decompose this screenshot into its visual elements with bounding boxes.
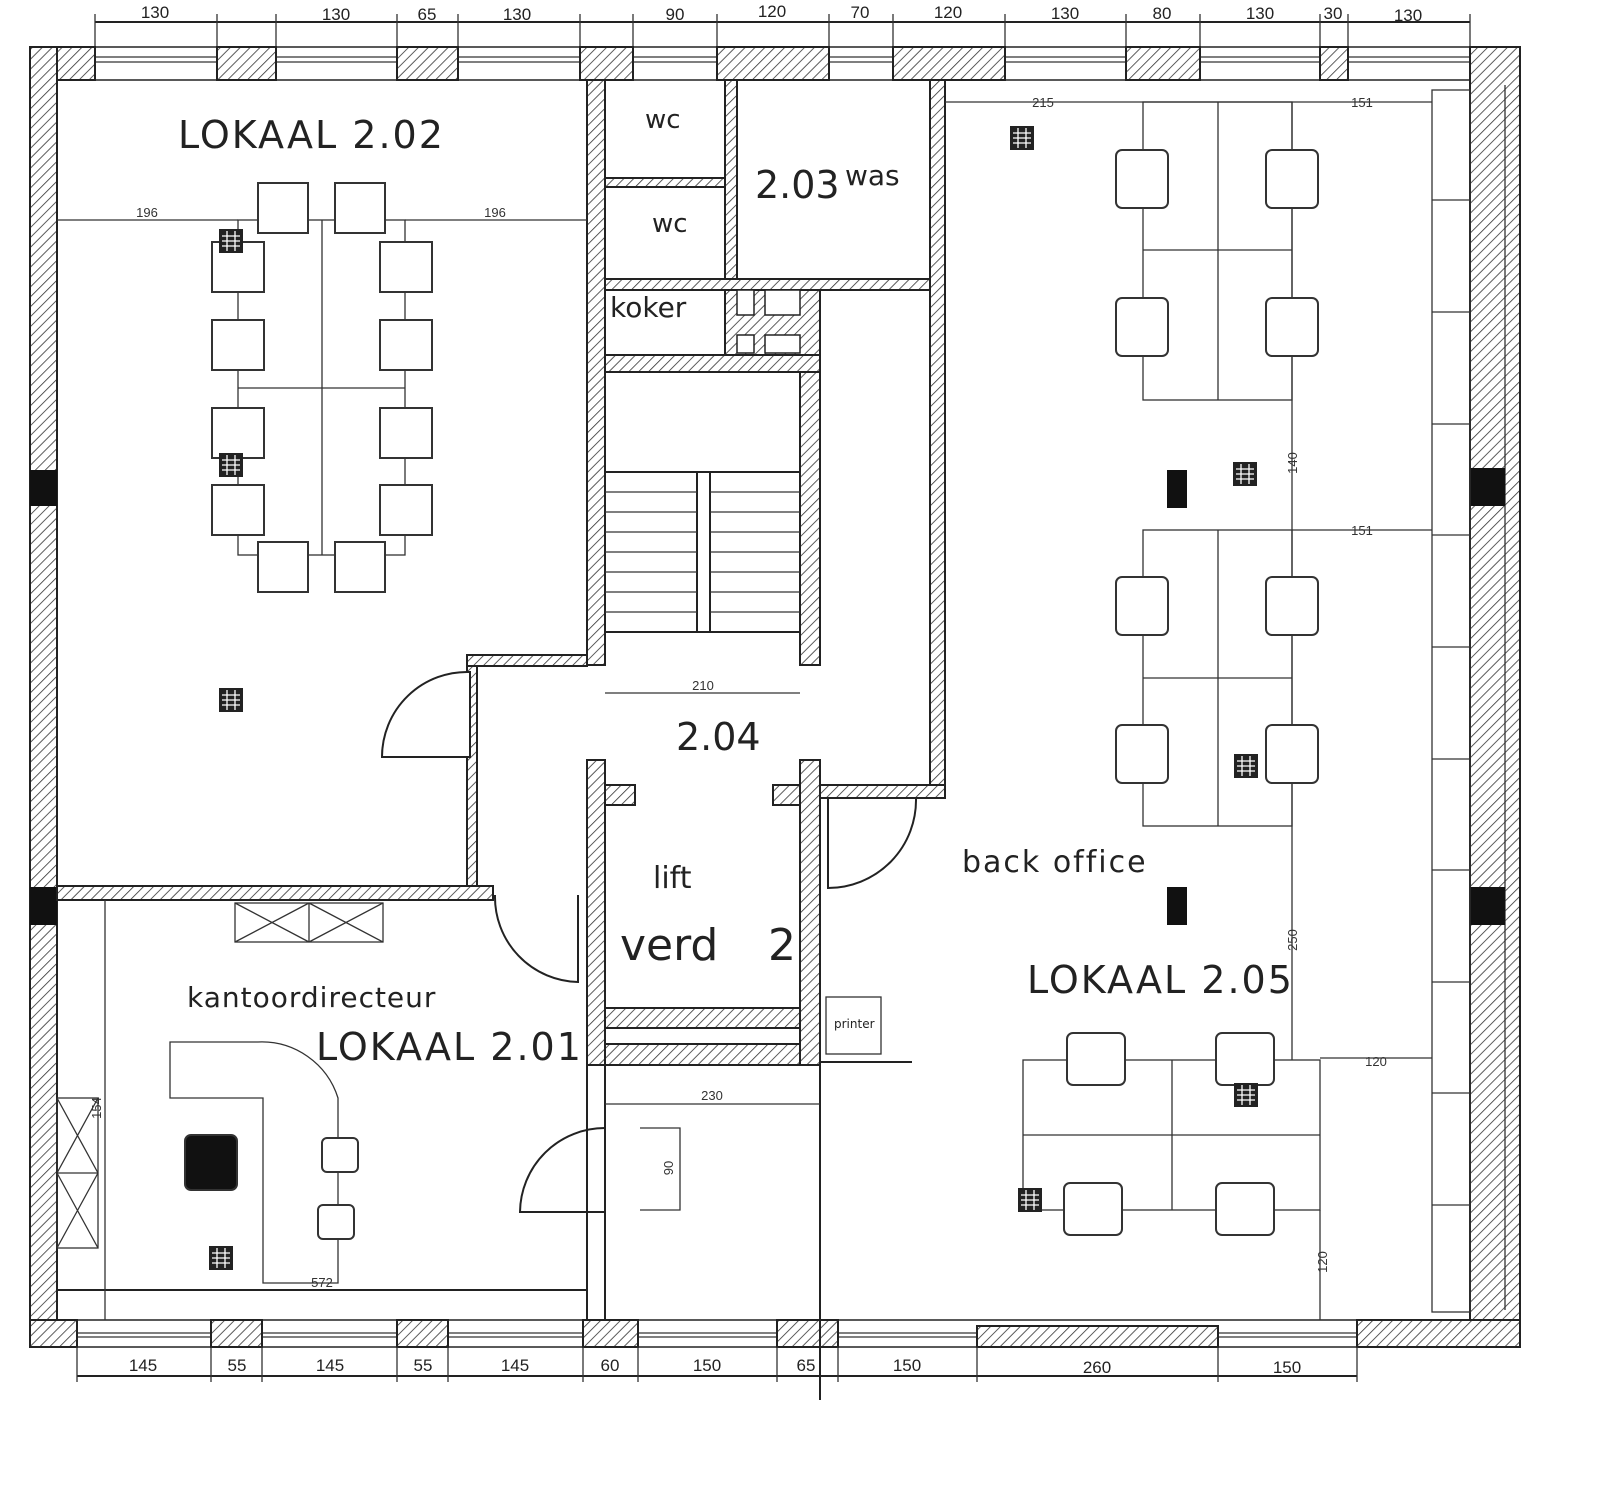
dim-bottom-2: 55 xyxy=(228,1356,247,1375)
room-label-kantoordirecteur: kantoordirecteur xyxy=(187,981,436,1014)
room-label-verd: verd xyxy=(620,920,718,971)
bottom-dimension-chain: 145 55 145 55 145 60 150 65 150 260 150 xyxy=(76,1347,1358,1382)
dim-bottom-4: 55 xyxy=(414,1356,433,1375)
dim-top-2: 130 xyxy=(322,5,350,24)
room-label-verd-number: 2 xyxy=(768,920,796,971)
printer-label: printer xyxy=(834,1017,875,1031)
dim-top-10: 80 xyxy=(1153,4,1172,23)
dim-bottom-11: 150 xyxy=(1273,1358,1301,1377)
printer-icon xyxy=(825,996,882,1055)
dim-bottom-9: 150 xyxy=(893,1356,921,1375)
room-label-back-office: back office xyxy=(962,845,1148,880)
dim-bottom-3: 145 xyxy=(316,1356,344,1375)
dim-215: 215 xyxy=(1032,95,1054,110)
interior-dimension-lines xyxy=(605,692,820,1211)
chair-icon xyxy=(211,182,433,593)
cabinet-icon xyxy=(1431,89,1471,1313)
meeting-table xyxy=(57,219,587,556)
dim-top-7: 70 xyxy=(851,3,870,22)
dim-140: 140 xyxy=(1285,452,1300,474)
dim-151-top: 151 xyxy=(1351,95,1373,110)
director-desk xyxy=(169,1041,339,1284)
room-label-wc-1: wc xyxy=(645,105,681,135)
dim-top-6: 120 xyxy=(758,2,786,21)
dim-top-9: 130 xyxy=(1051,4,1079,23)
dim-top-8: 120 xyxy=(934,3,962,22)
dim-196-right: 196 xyxy=(484,205,506,220)
outer-walls xyxy=(29,46,1521,1348)
dim-572: 572 xyxy=(311,1275,333,1290)
dim-bottom-10: 260 xyxy=(1083,1358,1111,1377)
interior-walls xyxy=(56,79,946,1400)
dim-top-5: 90 xyxy=(666,5,685,24)
dim-top-12: 30 xyxy=(1324,4,1343,23)
desk-cluster xyxy=(945,101,1432,1320)
dim-top-1: 130 xyxy=(141,3,169,22)
dim-bottom-7: 150 xyxy=(693,1356,721,1375)
room-label-was: was xyxy=(845,159,900,192)
dim-250: 250 xyxy=(1285,929,1300,951)
column-icon xyxy=(30,470,57,506)
room-label-lokaal-205: LOKAAL 2.05 xyxy=(1027,958,1294,1002)
column-icon xyxy=(1470,887,1505,925)
dim-90: 90 xyxy=(661,1161,676,1175)
dim-120-right: 120 xyxy=(1365,1054,1387,1069)
dim-196-left: 196 xyxy=(136,205,158,220)
dim-top-11: 130 xyxy=(1246,4,1274,23)
dim-top-4: 130 xyxy=(503,5,531,24)
room-label-wc-2: wc xyxy=(652,209,688,239)
door-swing-icon xyxy=(380,670,918,1213)
room-label-204: 2.04 xyxy=(676,715,761,759)
column-icon xyxy=(1167,470,1187,508)
dim-bottom-1: 145 xyxy=(129,1356,157,1375)
dim-120-bottom: 120 xyxy=(1315,1251,1330,1273)
dim-230: 230 xyxy=(701,1088,723,1103)
room-label-lift: lift xyxy=(653,861,692,896)
dim-top-3: 65 xyxy=(418,5,437,24)
cabinet-icon xyxy=(56,900,384,1320)
column-icon xyxy=(30,887,57,925)
column-icon xyxy=(1167,887,1187,925)
dim-bottom-5: 145 xyxy=(501,1356,529,1375)
room-label-203: 2.03 xyxy=(755,163,840,207)
chair-icon xyxy=(1063,149,1319,1236)
dim-154: 154 xyxy=(89,1097,104,1119)
dim-151-mid: 151 xyxy=(1351,523,1373,538)
dim-top-13: 130 xyxy=(1394,6,1422,25)
column-icon xyxy=(1470,468,1505,506)
dim-bottom-8: 65 xyxy=(797,1356,816,1375)
dim-210: 210 xyxy=(692,678,714,693)
top-dimension-chain: 130 130 65 130 90 120 70 120 130 80 130 … xyxy=(94,2,1471,50)
stair-icon xyxy=(604,471,801,633)
dim-bottom-6: 60 xyxy=(601,1356,620,1375)
chair-icon xyxy=(184,1134,359,1240)
room-label-koker: koker xyxy=(610,291,687,324)
room-label-lokaal-201: LOKAAL 2.01 xyxy=(316,1025,583,1069)
room-label-lokaal-202: LOKAAL 2.02 xyxy=(178,113,445,157)
